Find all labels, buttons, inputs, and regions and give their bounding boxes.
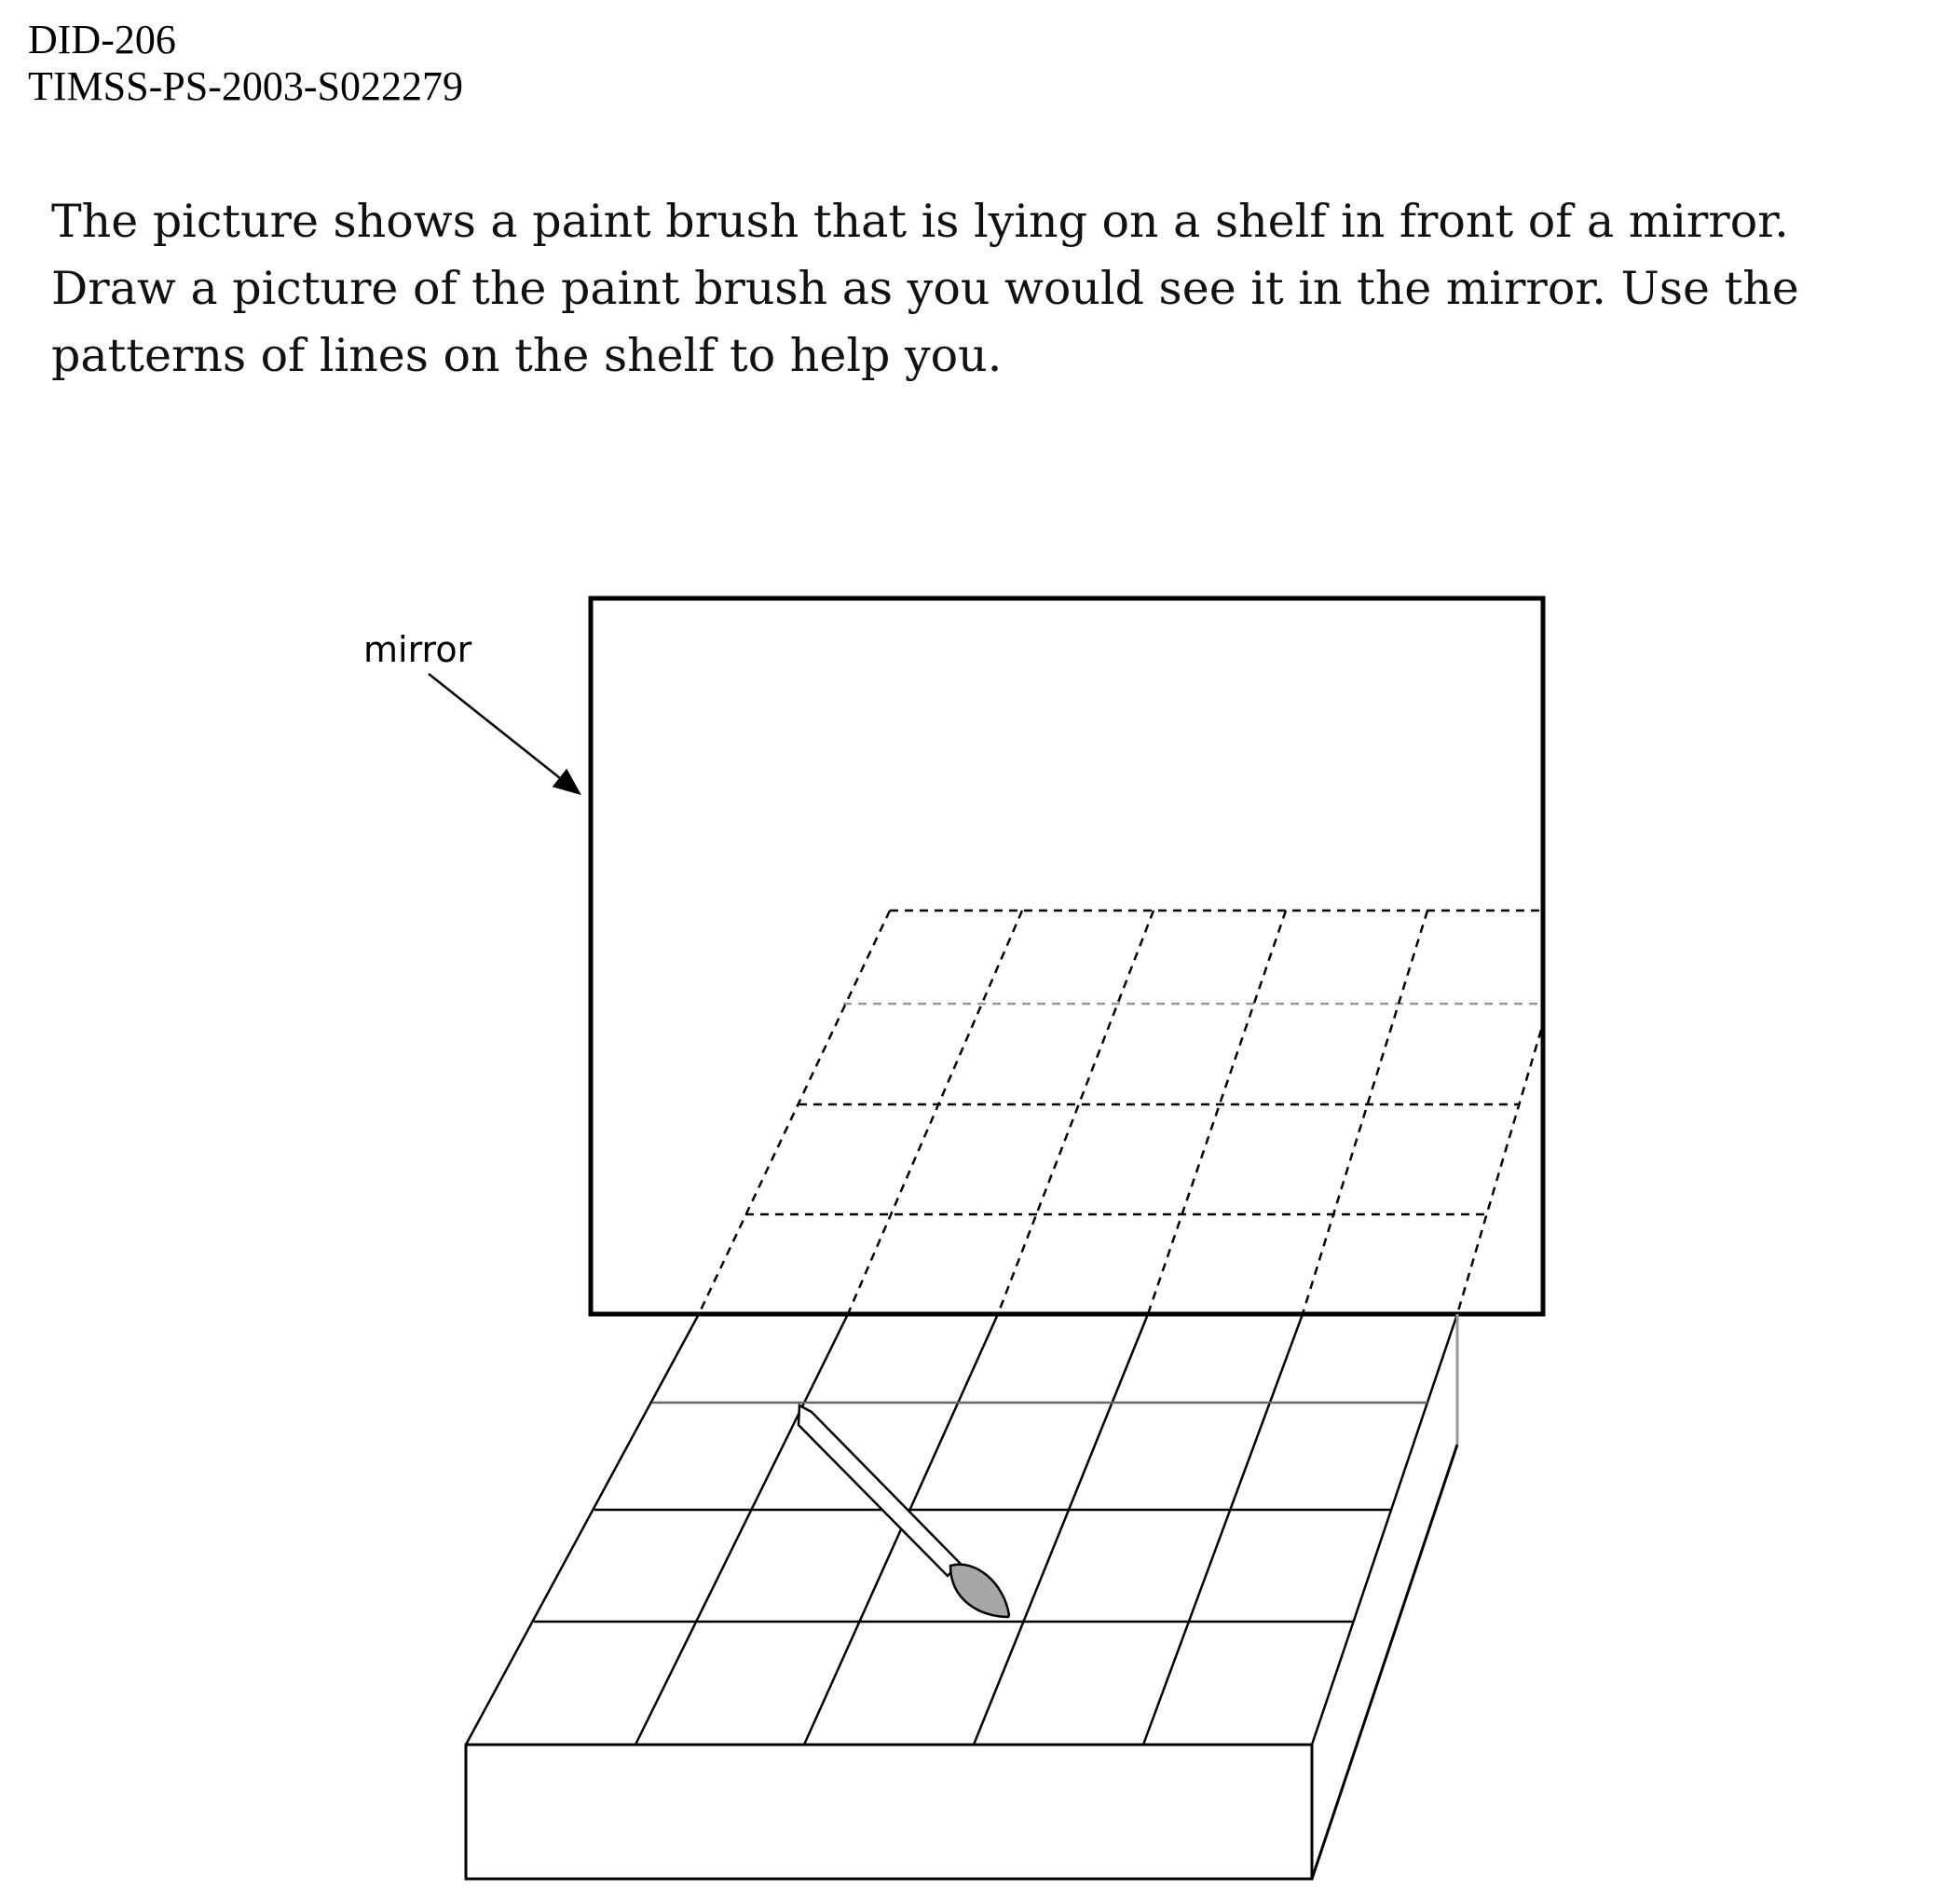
mirror-label: mirror: [363, 629, 472, 670]
item-id: DID-206: [28, 17, 176, 62]
mirror-arrow: [428, 673, 581, 796]
paint-brush: [797, 1403, 1011, 1619]
shelf-grid: [464, 1313, 1459, 1746]
question-line-3: patterns of lines on the shelf to help y…: [51, 329, 1003, 382]
question-text: The picture shows a paint brush that is …: [51, 188, 1924, 390]
item-identifiers: DID-206 TIMSS-PS-2003-S022279: [28, 17, 463, 110]
shelf-box: [464, 1314, 1459, 1881]
brush-tip: [949, 1563, 1011, 1619]
brush-handle: [797, 1403, 962, 1578]
question-line-1: The picture shows a paint brush that is …: [51, 195, 1789, 248]
item-code: TIMSS-PS-2003-S022279: [28, 63, 463, 109]
reflected-grid: [697, 909, 1543, 1315]
mirror-frame: [588, 596, 1546, 1317]
question-line-2: Draw a picture of the paint brush as you…: [51, 262, 1799, 315]
